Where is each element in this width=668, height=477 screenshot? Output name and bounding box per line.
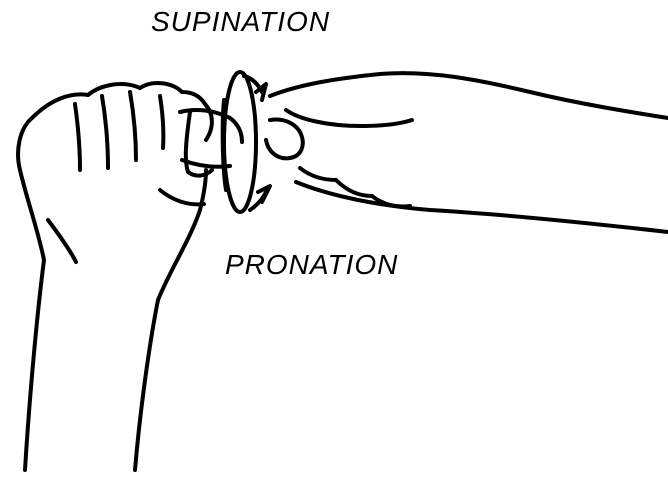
supination-label: SUPINATION: [151, 6, 330, 38]
left-hand-icon: [18, 83, 212, 470]
pronation-label: PRONATION: [225, 249, 398, 281]
rotation-arrows-icon: [223, 72, 270, 212]
